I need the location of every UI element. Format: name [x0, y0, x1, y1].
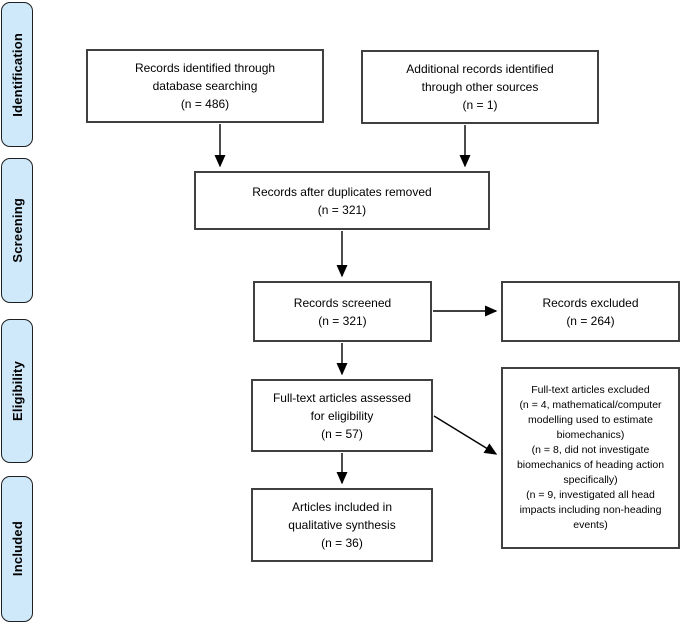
stage-label-text: Identification [9, 32, 25, 117]
stage-label-screening: Screening [1, 158, 33, 303]
box-records-screened: Records screened (n = 321) [253, 281, 432, 342]
stage-label-text: Included [9, 521, 25, 577]
box-records-after-duplicates-removed: Records after duplicates removed (n = 32… [194, 171, 490, 230]
box-articles-included: Articles included in qualitative synthes… [251, 488, 433, 562]
stage-label-eligibility: Eligibility [1, 319, 33, 463]
stage-label-included: Included [1, 476, 33, 622]
arrow-fulltext-to-excluded-reasons [433, 415, 498, 455]
box-fulltext-assessed: Full-text articles assessed for eligibil… [251, 379, 433, 452]
stage-label-identification: Identification [1, 2, 33, 147]
stage-label-text: Screening [9, 198, 25, 263]
box-additional-records-other-sources: Additional records identified through ot… [361, 50, 599, 124]
box-fulltext-excluded-reasons: Full-text articles excluded (n = 4, math… [501, 367, 680, 549]
box-records-excluded: Records excluded (n = 264) [501, 281, 680, 342]
stage-label-text: Eligibility [9, 361, 25, 421]
box-records-identified-database: Records identified through database sear… [86, 49, 324, 123]
